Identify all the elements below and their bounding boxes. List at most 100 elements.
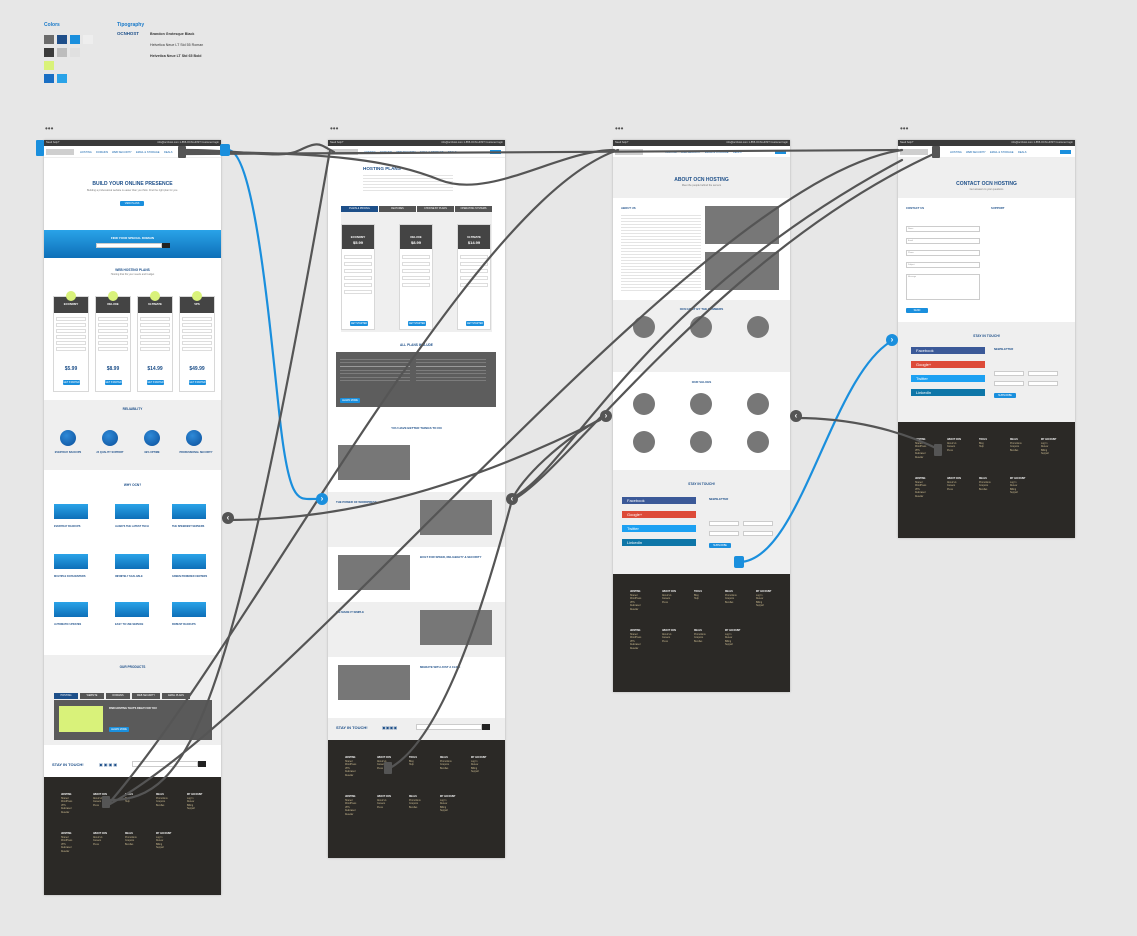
nav-item-deals[interactable]: DEALS bbox=[733, 151, 742, 154]
first-name-input[interactable] bbox=[994, 371, 1024, 376]
domain-search-button[interactable] bbox=[162, 243, 170, 248]
product-tab[interactable]: EMAIL PLANS bbox=[162, 693, 190, 699]
nav-item-hosting[interactable]: HOSTING bbox=[665, 151, 677, 154]
product-tab[interactable]: HOSTING bbox=[54, 693, 78, 699]
start-marker[interactable] bbox=[36, 140, 44, 156]
plan-card: ULTIMATE $14.99 GET STARTED bbox=[137, 296, 173, 392]
artboard-menu-icon[interactable]: ••• bbox=[330, 124, 339, 133]
name-field[interactable]: Name bbox=[906, 226, 980, 232]
email-field[interactable]: Email bbox=[906, 238, 980, 244]
domain-search-input[interactable] bbox=[96, 243, 162, 248]
nav-item-hosting[interactable]: HOSTING bbox=[80, 151, 92, 154]
phone-field[interactable]: Phone bbox=[906, 250, 980, 256]
subscribe-button[interactable]: SUBSCRIBE bbox=[994, 393, 1016, 398]
about-subtitle: Meet the people behind the servers bbox=[681, 184, 722, 187]
login-button[interactable] bbox=[206, 150, 217, 154]
facebook-button[interactable]: Facebook bbox=[911, 347, 985, 354]
chevron-left-icon[interactable]: ‹ bbox=[506, 493, 518, 505]
link-path bbox=[510, 414, 608, 502]
chevron-right-icon[interactable]: › bbox=[886, 334, 898, 346]
nav-item-deals[interactable]: DEALS bbox=[1018, 151, 1027, 154]
nav-item-hosting[interactable]: HOSTING bbox=[364, 151, 376, 154]
login-button[interactable] bbox=[490, 150, 501, 154]
first-name-input[interactable] bbox=[709, 521, 739, 526]
country-select[interactable] bbox=[1028, 381, 1058, 386]
chevron-left-icon[interactable]: ‹ bbox=[790, 410, 802, 422]
email-input[interactable] bbox=[709, 531, 739, 536]
stay-in-touch-title: STAY IN TOUCH! bbox=[688, 482, 715, 486]
nav-item-email[interactable]: EMAIL & STORAGE bbox=[705, 151, 729, 154]
plan-get-started-button[interactable]: GET STARTED bbox=[63, 380, 80, 385]
artboard-menu-icon[interactable]: ••• bbox=[615, 124, 624, 133]
chevron-left-icon[interactable]: ‹ bbox=[222, 512, 234, 524]
nav-item-email[interactable]: EMAIL & STORAGE bbox=[420, 151, 444, 154]
artboard-menu-icon[interactable]: ••• bbox=[900, 124, 909, 133]
linkedin-button[interactable]: LinkedIn bbox=[622, 539, 696, 546]
artboard-menu-icon[interactable]: ••• bbox=[45, 124, 54, 133]
product-tab[interactable]: WEBSITE bbox=[80, 693, 104, 699]
facebook-button[interactable]: Facebook bbox=[622, 497, 696, 504]
footer-col: ABOUT OCN About Us Careers Press bbox=[377, 757, 391, 770]
twitter-button[interactable]: Twitter bbox=[622, 525, 696, 532]
send-button[interactable]: SEND bbox=[906, 308, 928, 313]
login-button[interactable] bbox=[1060, 150, 1071, 154]
footer-col: DEALS Promotions Coupons Bundles bbox=[979, 478, 991, 491]
newsletter-submit-button[interactable] bbox=[482, 724, 490, 730]
chevron-right-icon[interactable]: › bbox=[600, 410, 612, 422]
values-title: OUR VALUES bbox=[691, 380, 712, 384]
footer-col: MY ACCOUNT Log In Renew Billing Support bbox=[1041, 439, 1057, 456]
plan-get-started-button[interactable]: GET STARTED bbox=[147, 380, 164, 385]
typography-label: Tipography bbox=[117, 22, 145, 28]
email-input[interactable] bbox=[994, 381, 1024, 386]
message-field[interactable]: Message bbox=[906, 274, 980, 300]
product-tab[interactable]: WEB SECURITY bbox=[132, 693, 160, 699]
logo[interactable] bbox=[330, 149, 358, 155]
feature-label: EVERYDAY BACKUPS bbox=[54, 451, 82, 454]
logo[interactable] bbox=[615, 149, 643, 155]
country-select[interactable] bbox=[743, 531, 773, 536]
google-button[interactable]: Google+ bbox=[622, 511, 696, 518]
product-learn-more-button[interactable]: LEARN MORE bbox=[109, 727, 129, 732]
last-name-input[interactable] bbox=[1028, 371, 1058, 376]
nav-item-domains[interactable]: DOMAINS bbox=[380, 151, 393, 154]
newsletter-input[interactable] bbox=[132, 761, 198, 767]
nav-item-hosting[interactable]: HOSTING bbox=[950, 151, 962, 154]
newsletter-submit-button[interactable] bbox=[198, 761, 206, 767]
social-icons[interactable]: ▣▣▣▣ bbox=[382, 725, 398, 730]
plan-get-started-button[interactable]: GET STARTED bbox=[466, 321, 484, 326]
plan-get-started-button[interactable]: GET STARTED bbox=[105, 380, 122, 385]
hosting-title: HOSTING PLANS bbox=[363, 166, 401, 171]
nav-item-domains[interactable]: DOMAINS bbox=[96, 151, 109, 154]
plan-row bbox=[140, 341, 170, 345]
google-button[interactable]: Google+ bbox=[911, 361, 985, 368]
nav-item-web-security[interactable]: WEB SECURITY bbox=[112, 151, 132, 154]
logo[interactable] bbox=[900, 149, 928, 155]
subject-field[interactable]: Subject bbox=[906, 262, 980, 268]
social-icons[interactable]: ▣▣▣▣ bbox=[99, 762, 119, 767]
value-icon bbox=[747, 393, 769, 415]
nav-item-email[interactable]: EMAIL & STORAGE bbox=[136, 151, 160, 154]
include-learn-more-button[interactable]: LEARN MORE bbox=[340, 398, 360, 403]
nav-item-email[interactable]: EMAIL & STORAGE bbox=[990, 151, 1014, 154]
plan-get-started-button[interactable]: GET STARTED bbox=[408, 321, 426, 326]
logo[interactable] bbox=[46, 149, 74, 155]
subscribe-button[interactable]: SUBSCRIBE bbox=[709, 543, 731, 548]
nav-item-web-security[interactable]: WEB SECURITY bbox=[396, 151, 416, 154]
plan-get-started-button[interactable]: GET STARTED bbox=[189, 380, 206, 385]
login-button[interactable] bbox=[775, 150, 786, 154]
nav-item-deals[interactable]: DEALS bbox=[164, 151, 173, 154]
why-image bbox=[115, 554, 149, 569]
linkedin-button[interactable]: LinkedIn bbox=[911, 389, 985, 396]
last-name-input[interactable] bbox=[743, 521, 773, 526]
plan-price: $14.99 bbox=[147, 366, 163, 372]
plan-get-started-button[interactable]: GET STARTED bbox=[350, 321, 368, 326]
hero-button[interactable]: VIEW PLANS bbox=[120, 201, 144, 206]
product-tab[interactable]: DOMAINS bbox=[106, 693, 130, 699]
newsletter-input[interactable] bbox=[416, 724, 482, 730]
hotspot-marker[interactable] bbox=[220, 144, 230, 156]
nav-item-web-security[interactable]: WEB SECURITY bbox=[966, 151, 986, 154]
nav-item-deals[interactable]: DEALS bbox=[448, 151, 457, 154]
nav-item-web-security[interactable]: WEB SECURITY bbox=[681, 151, 701, 154]
chevron-right-icon[interactable]: › bbox=[316, 493, 328, 505]
twitter-button[interactable]: Twitter bbox=[911, 375, 985, 382]
